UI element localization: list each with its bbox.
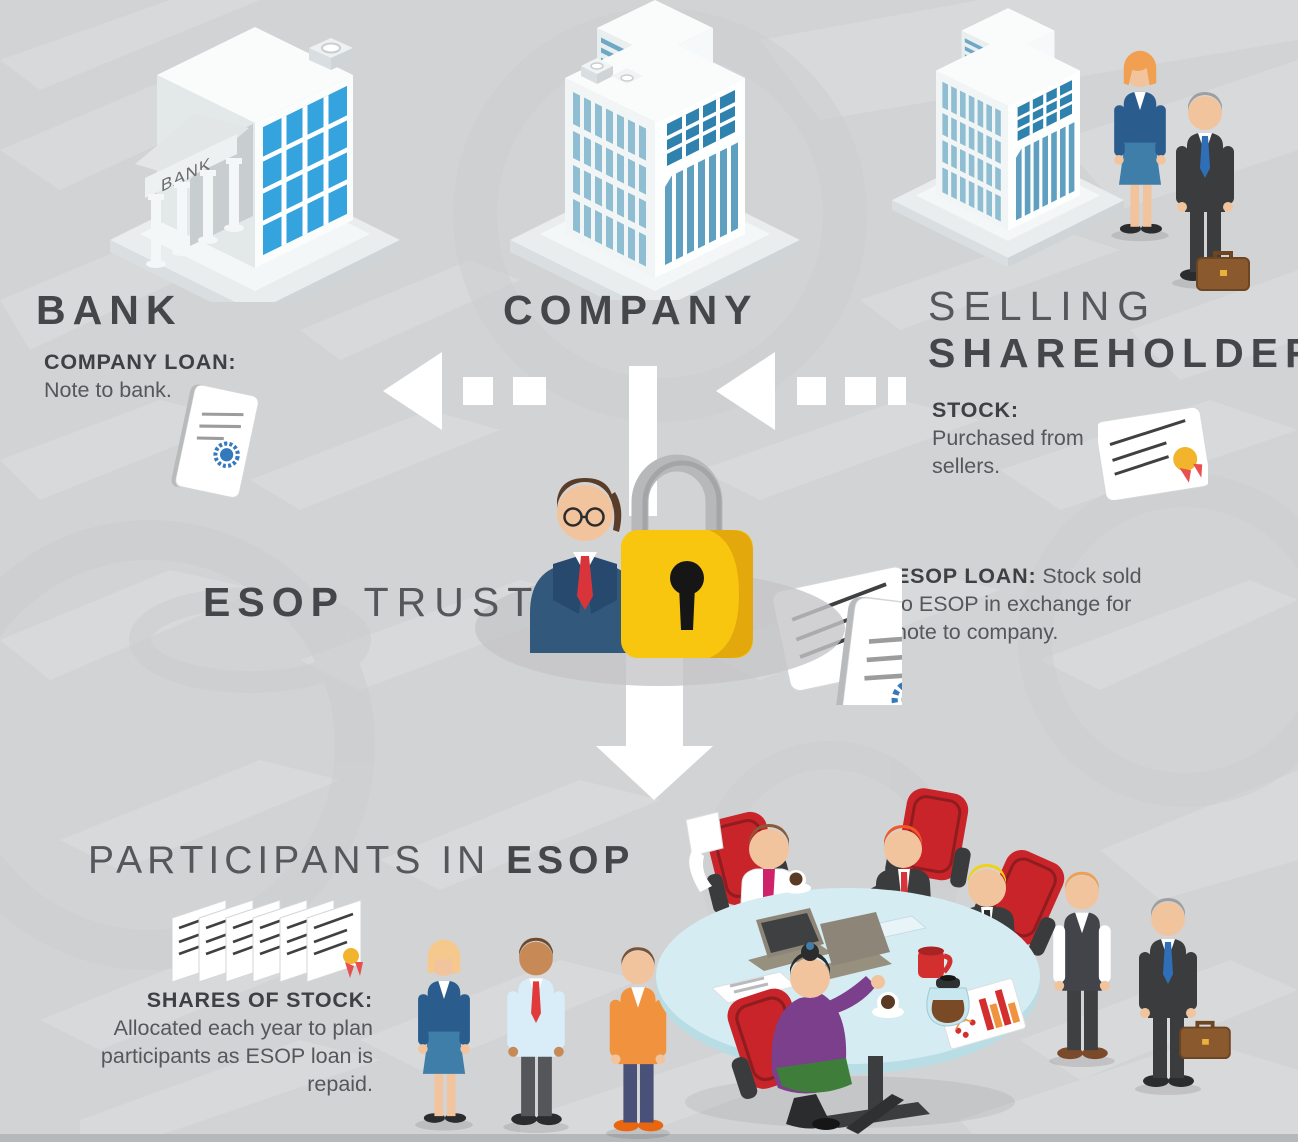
bank-building-icon: BANK [110,27,400,302]
shares-body: Allocated each year to plan participants… [100,1016,373,1096]
esop-loan-body: Stock sold to ESOP in exchange for note … [895,564,1142,644]
shares-of-stock-note: SHARES OF STOCK: Allocated each year to … [95,986,373,1098]
bank-heading: BANK [36,287,183,333]
company-loan-label: COMPANY LOAN: [44,350,237,374]
certificate-stack-icon [172,898,363,984]
participant-man-suit [1118,866,1218,1100]
company-building-icon [510,0,800,300]
esop-loan-label: ESOP LOAN: [895,564,1037,588]
company-loan-body: Note to bank. [44,378,172,402]
esop-loan-note: ESOP LOAN: Stock sold to ESOP in exchang… [895,562,1147,646]
meeting-table-icon [656,783,1075,1134]
selling-shareholder-heading: SELLING SHAREHOLDER(S) [928,283,1298,377]
shareholder-building-icon [890,8,1126,266]
company-loan-note: COMPANY LOAN: Note to bank. [44,348,324,404]
company-heading: COMPANY [503,287,759,333]
stock-body: Purchased from sellers. [932,426,1084,478]
coffee-cup-icon-2 [872,992,904,1018]
esop-trust-figure [530,454,753,658]
seated-person-woman [771,912,892,1130]
participant-man-shirt [486,908,586,1136]
lock-icon [621,454,753,658]
esop-trust-light: TRUST [344,579,541,625]
participants-heading: PARTICIPANTS IN ESOP [88,839,635,883]
shareholder-bold: SHAREHOLDER [928,330,1298,377]
briefcase-icon [1196,251,1250,291]
participants-light: PARTICIPANTS IN [88,839,507,882]
participants-bold: ESOP [506,839,635,882]
documents-icon [710,971,798,1004]
stock-note: STOCK: Purchased from sellers. [932,396,1107,480]
participant-woman [396,912,492,1134]
trustee-person-icon [530,478,640,653]
red-mug-icon [918,946,953,978]
dashed-arrow-left2-icon [716,352,906,430]
dashed-arrow-left-icon [383,352,546,430]
selling-line: SELLING [928,283,1158,329]
coffee-pot-icon [926,975,970,1027]
briefcase-icon-2 [1179,1020,1231,1060]
stock-label: STOCK: [932,398,1019,422]
shares-label: SHARES OF STOCK: [146,988,373,1012]
laptop-icon-2 [810,912,892,980]
esop-trust-bold: ESOP [203,579,345,625]
coffee-cup-icon [781,870,811,894]
esop-trust-heading: ESOP TRUST [203,579,541,625]
